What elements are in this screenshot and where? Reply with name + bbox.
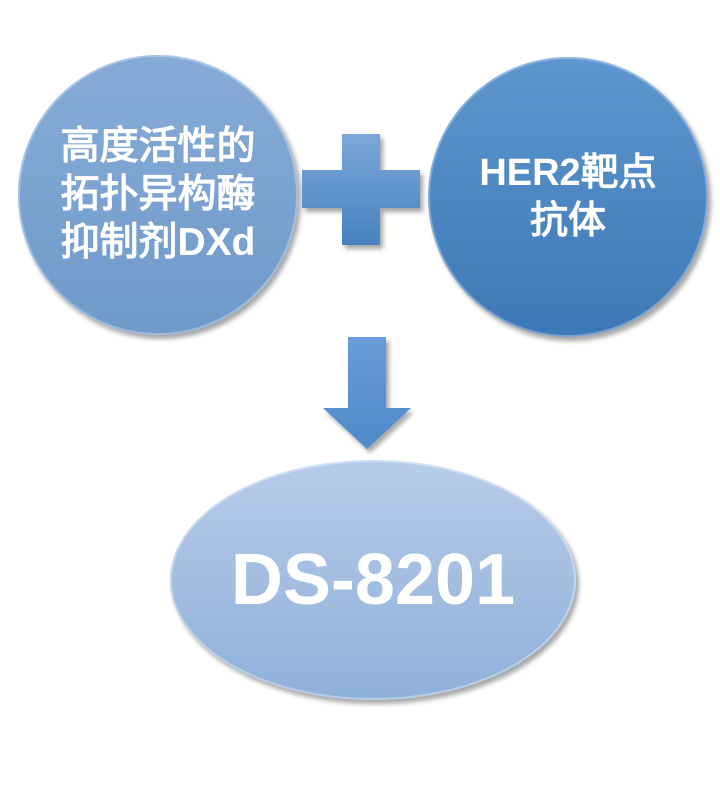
plus-icon — [302, 134, 420, 245]
dxd-line-1: 高度活性的 — [60, 125, 256, 168]
her2-line-2: 抗体 — [529, 200, 606, 242]
dxd-circle-label: 高度活性的 拓扑异构酶 抑制剂DXd — [60, 123, 255, 267]
her2-circle-label: HER2靶点 抗体 — [479, 149, 656, 245]
result-label: DS-8201 — [230, 540, 516, 620]
dxd-line-3: 抑制剂DXd — [60, 221, 256, 264]
result-ellipse: DS-8201 — [170, 460, 576, 700]
her2-circle: HER2靶点 抗体 — [428, 57, 708, 337]
dxd-line-2: 拓扑异构酶 — [60, 173, 256, 216]
dxd-circle: 高度活性的 拓扑异构酶 抑制剂DXd — [18, 55, 298, 335]
down-arrow-icon — [323, 337, 411, 449]
her2-line-1: HER2靶点 — [479, 152, 657, 194]
